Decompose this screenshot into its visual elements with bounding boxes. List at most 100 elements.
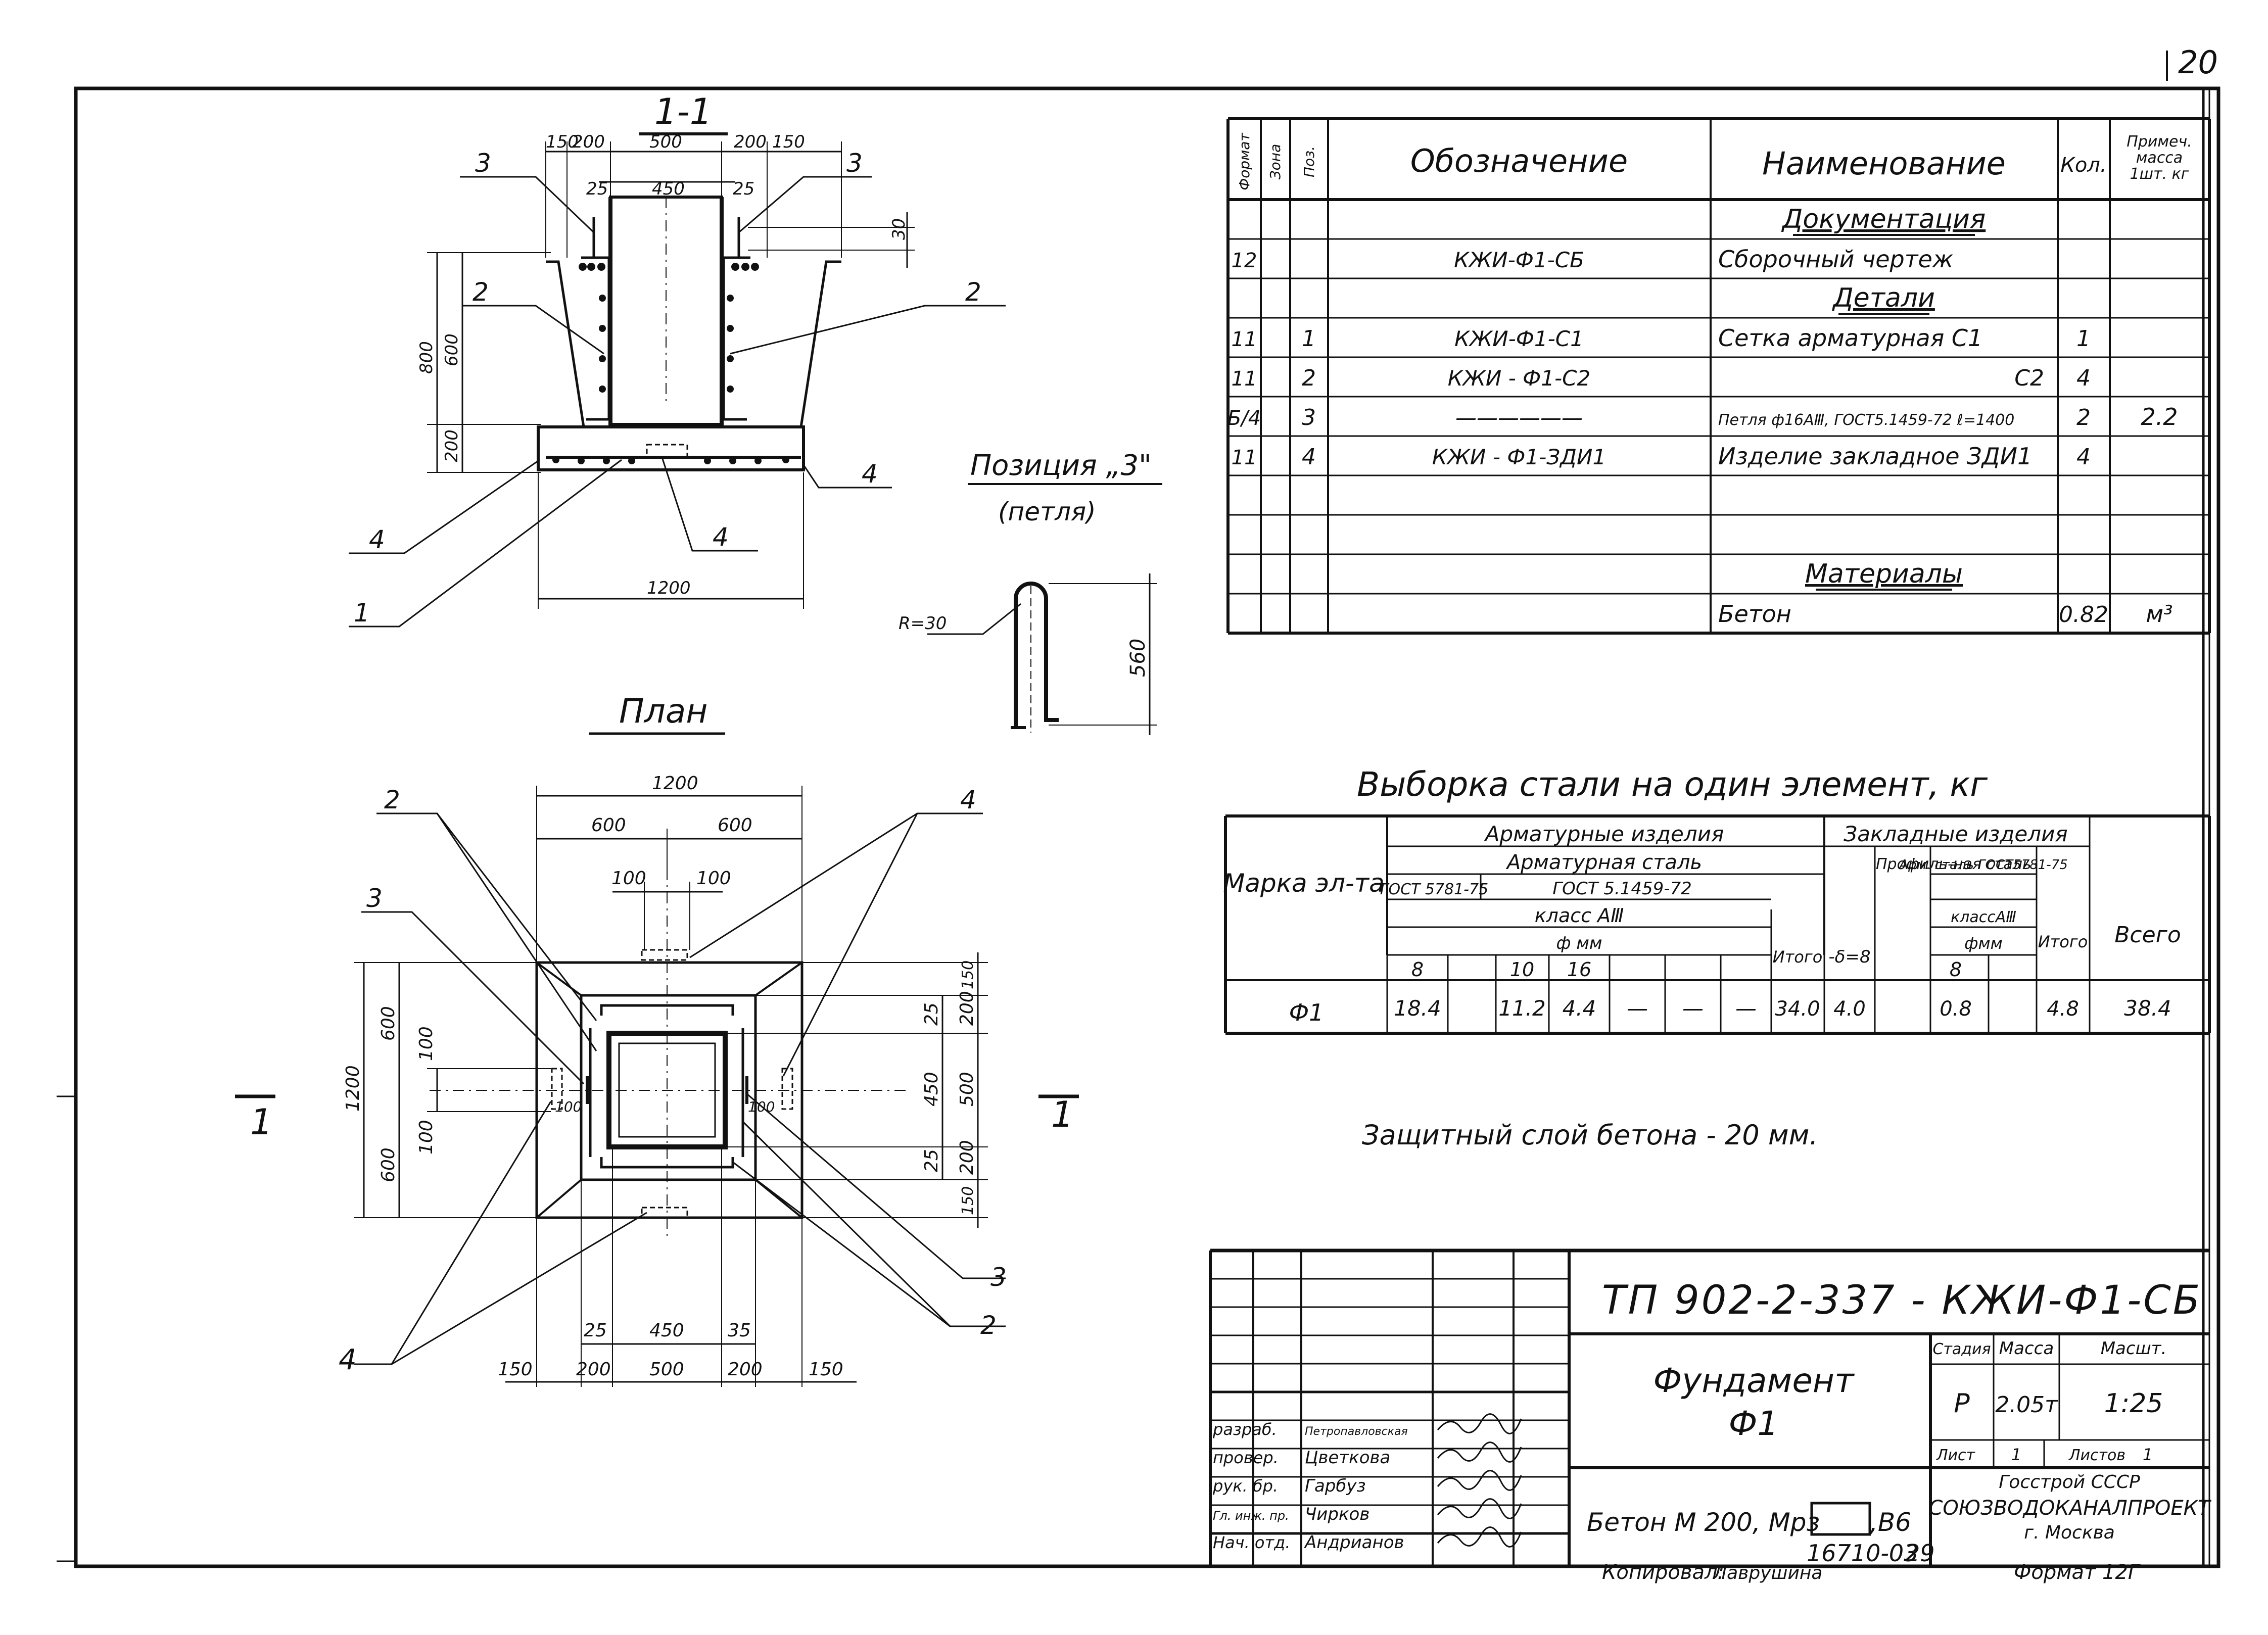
- section-dim-500: 500: [649, 132, 682, 152]
- footer-copied-label: Копировал:: [1602, 1561, 1724, 1584]
- plan-dim-100-top-left: 100: [611, 868, 646, 889]
- footer-page: 29: [1905, 1540, 1935, 1567]
- section-dim-200-right: 200: [734, 132, 767, 152]
- spec-cell-name: Сборочный чертеж: [1718, 246, 1954, 273]
- signature: [1437, 1498, 1522, 1519]
- page-number: 20: [2178, 44, 2218, 81]
- title-block-grid: [1209, 1248, 2209, 1566]
- plan-dim-100-left-upper: 100: [416, 1026, 437, 1061]
- signature: [1437, 1441, 1522, 1463]
- spec-cell-format: 11: [1232, 328, 1257, 351]
- steel-header-diam: 10: [1510, 958, 1534, 981]
- section-mark-2-left: 2: [472, 277, 489, 307]
- steel-grid: [1224, 814, 2211, 1035]
- plan-dim-right-25-top: 25: [921, 1002, 942, 1026]
- plan-mark-4-top: 4: [960, 785, 976, 814]
- spec-cell-pos: 1: [1302, 326, 1316, 352]
- steel-row-value: —: [1735, 996, 1757, 1021]
- plan-dim-600-left-lower: 600: [378, 1147, 399, 1182]
- spec-header-designation: Обозначение: [1410, 142, 1628, 179]
- section-mark-3-right: 3: [846, 149, 863, 178]
- plan-dim-100-left-lower: 100: [416, 1120, 437, 1155]
- plan-dim-right-150-top: 150: [959, 960, 977, 989]
- position3-radius: R=30: [899, 613, 947, 634]
- steel-header-phi: ф мм: [1556, 933, 1602, 953]
- steel-row-value: —: [1627, 996, 1648, 1021]
- spec-cell-qty: 4: [2076, 365, 2091, 391]
- position3-title: Позиция „3": [970, 449, 1152, 482]
- plan-dim-bottom-150-left: 150: [498, 1359, 533, 1380]
- plan-dim-right-200-top: 200: [957, 991, 977, 1026]
- steel-header-arm-steel2: Арм. сталь ГОСТ5781-75: [1898, 857, 2068, 873]
- steel-header-total: Всего: [2114, 922, 2181, 948]
- plan-dim-bottom-150-right: 150: [809, 1359, 843, 1380]
- section-1-1: 1-1: [349, 91, 1006, 628]
- plan-view: План: [235, 692, 1079, 1387]
- position3-height: 560: [1126, 639, 1150, 677]
- spec-cell-note: 2.2: [2141, 403, 2178, 430]
- tb-person-name: Андрианов: [1304, 1532, 1404, 1553]
- spec-cell-name: Детали: [1832, 283, 1935, 313]
- tb-concrete-tail: ,В6: [1870, 1508, 1911, 1537]
- spec-cell-name: Сетка арматурная С1: [1718, 324, 1982, 352]
- plan-dim-right-150-bottom: 150: [959, 1186, 977, 1215]
- steel-header-diam: 8: [1411, 958, 1424, 981]
- spec-cell-name: С2: [2014, 365, 2044, 391]
- spec-cell-format: 11: [1232, 446, 1257, 469]
- plan-mark-3-left: 3: [366, 884, 383, 913]
- spec-cell-format: 11: [1232, 367, 1257, 391]
- plan-dim-600-top-right: 600: [718, 815, 752, 836]
- tb-name-line2: Ф1: [1729, 1404, 1779, 1443]
- concrete-frost-box: [1810, 1502, 1871, 1536]
- tb-mass-h: Масса: [1999, 1338, 2054, 1359]
- steel-row-value: 18.4: [1394, 996, 1441, 1021]
- tb-mass: 2.05т: [1995, 1392, 2058, 1418]
- steel-header-gost2: ГОСТ 5.1459-72: [1552, 879, 1692, 899]
- spec-header-name: Наименование: [1762, 145, 2006, 182]
- steel-header-diam: 16: [1567, 958, 1591, 981]
- tb-code: ТП 902-2-337 - КЖИ-Ф1-СБ: [1602, 1278, 2202, 1323]
- tb-sheet-h: Лист: [1936, 1447, 1976, 1464]
- tb-person-name: Чирков: [1305, 1504, 1369, 1524]
- footer-copier: Лаврушина: [1712, 1563, 1822, 1583]
- plan-dim-bottom-450: 450: [649, 1320, 684, 1341]
- tb-person-name: Петропавловская: [1305, 1425, 1408, 1438]
- tb-scale-h: Масшт.: [2101, 1338, 2167, 1359]
- section-dim-600: 600: [442, 333, 462, 366]
- plan-dim-bottom-25: 25: [584, 1320, 607, 1341]
- plan-dim-1200-top: 1200: [652, 773, 698, 794]
- plan-mark-2-top: 2: [384, 785, 400, 814]
- steel-header-arm-products: Арматурные изделия: [1484, 822, 1724, 846]
- section-dim-150-left: 150: [546, 132, 579, 152]
- plan-dim-right-500: 500: [957, 1072, 977, 1107]
- footer-number: 16710-03: [1807, 1540, 1918, 1567]
- plan-dim-right-200-bottom: 200: [957, 1140, 977, 1175]
- spec-cell-name: Материалы: [1805, 559, 1963, 589]
- steel-header-arm-steel: Арматурная сталь: [1505, 851, 1702, 874]
- tb-org2: СОЮЗВОДОКАНАЛПРОЕКТ: [1929, 1497, 2212, 1520]
- plan-mark-2-right: 2: [980, 1311, 997, 1340]
- plan-dim-600-top-left: 600: [591, 815, 626, 836]
- steel-row-mark: Ф1: [1289, 999, 1324, 1026]
- steel-header-phimm2: фмм: [1964, 934, 2003, 953]
- spec-cell-name: Изделие закладное ЗДИ1: [1718, 443, 2032, 470]
- signature: [1437, 1470, 1522, 1491]
- steel-row-itogo2: 4.8: [2047, 997, 2079, 1021]
- steel-row-total: 38.4: [2124, 996, 2171, 1021]
- steel-header-itogo2: Итого: [2038, 932, 2088, 951]
- section-dim-800: 800: [416, 341, 437, 374]
- tb-stage-h: Стадия: [1932, 1340, 1991, 1358]
- spec-cell-pos: 2: [1302, 365, 1316, 391]
- tb-sheets-h: Листов: [2068, 1447, 2125, 1464]
- spec-cell-format: Б/4: [1227, 407, 1261, 430]
- tb-person-name: Гарбуз: [1305, 1476, 1366, 1496]
- spec-cell-pos: 4: [1302, 444, 1316, 470]
- section-dim-25-left: 25: [586, 179, 608, 199]
- tb-concrete: Бетон М 200, Мрз: [1587, 1508, 1820, 1537]
- position-3-detail: Позиция „3" (петля) R=30 560: [899, 449, 1162, 735]
- plan-dim-100-inner-left: 100: [555, 1098, 582, 1115]
